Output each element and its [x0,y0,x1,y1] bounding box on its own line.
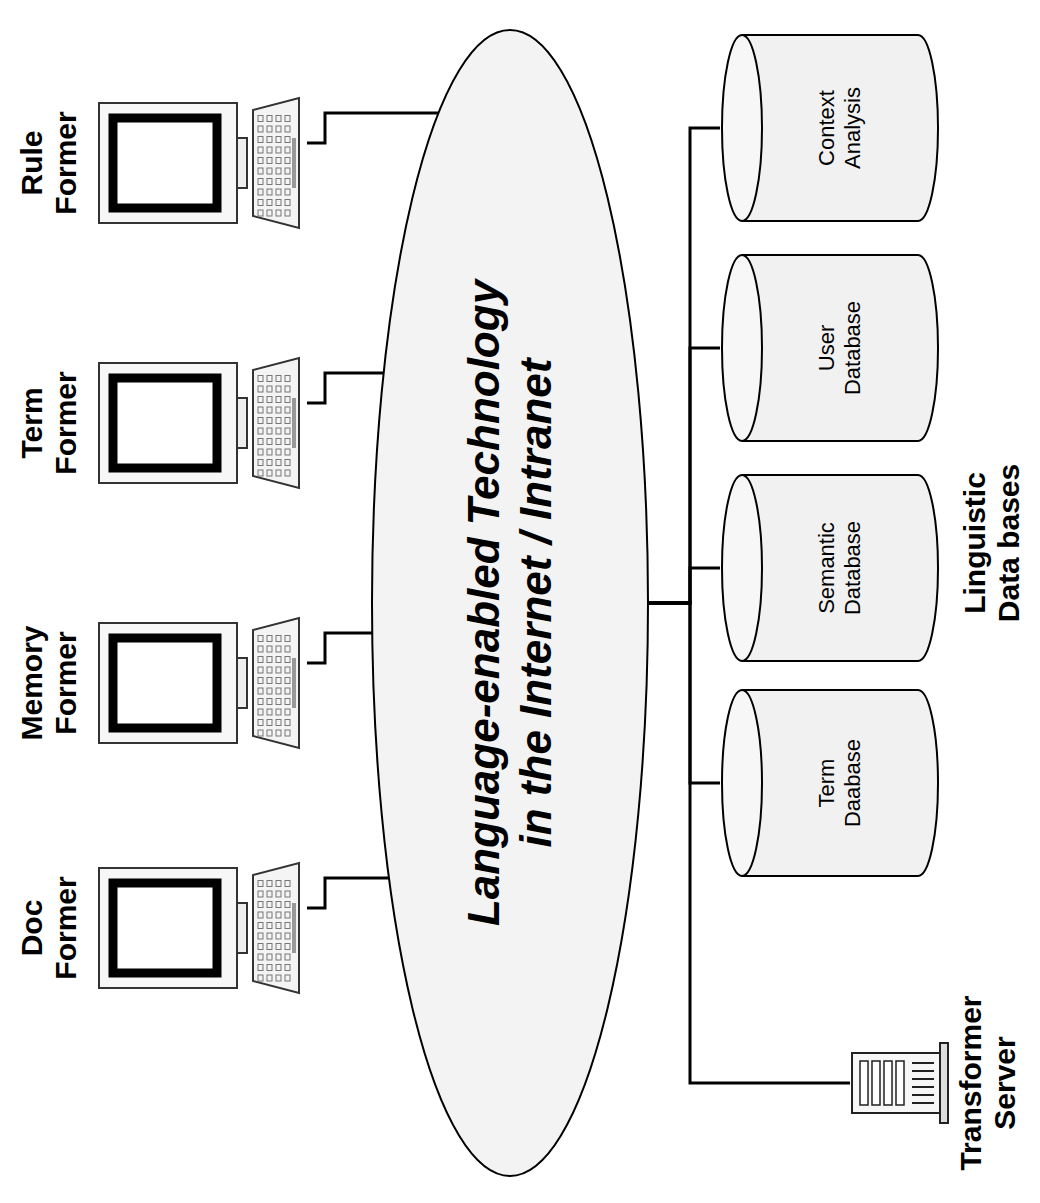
network-cable [648,568,720,603]
database-label: Semantic Database [814,513,866,623]
server-label: Transformer Server [954,993,1022,1173]
computer-icon [97,853,307,1003]
server-icon [850,1023,950,1143]
network-ellipse: Language-enabled Technology in the Inter… [370,28,650,1178]
network-cable [307,633,372,663]
workstation-label: Rule Former [15,98,83,228]
ellipse-outline [370,28,650,1178]
workstation-label: Doc Former [15,863,83,993]
network-cable [648,603,720,783]
computer-icon [97,348,307,498]
database-cylinder: Context Analysis [720,33,940,223]
workstation: Memory Former [15,608,307,758]
computer-icon [97,88,307,238]
network-cable [307,373,384,403]
workstation-label: Memory Former [15,618,83,748]
workstation: Rule Former [15,88,307,238]
server: Transformer Server [850,983,1022,1183]
network-title: Language-enabled Technology in the Inter… [458,263,562,943]
workstation-label: Term Former [15,358,83,488]
computer-icon [97,608,307,758]
network-cable [307,113,438,143]
database-cylinder: Term Daabase [720,688,940,878]
network-cable [648,128,720,603]
network-cable [307,878,389,908]
database-cylinder: User Database [720,253,940,443]
workstation: Term Former [15,348,307,498]
workstation: Doc Former [15,853,307,1003]
database-label: User Database [814,293,866,403]
network-cable [648,348,720,603]
group-label: Linguistic Data bases [958,458,1026,628]
database-cylinder: Semantic Database [720,473,940,663]
database-label: Term Daabase [814,728,866,838]
database-label: Context Analysis [814,73,866,183]
